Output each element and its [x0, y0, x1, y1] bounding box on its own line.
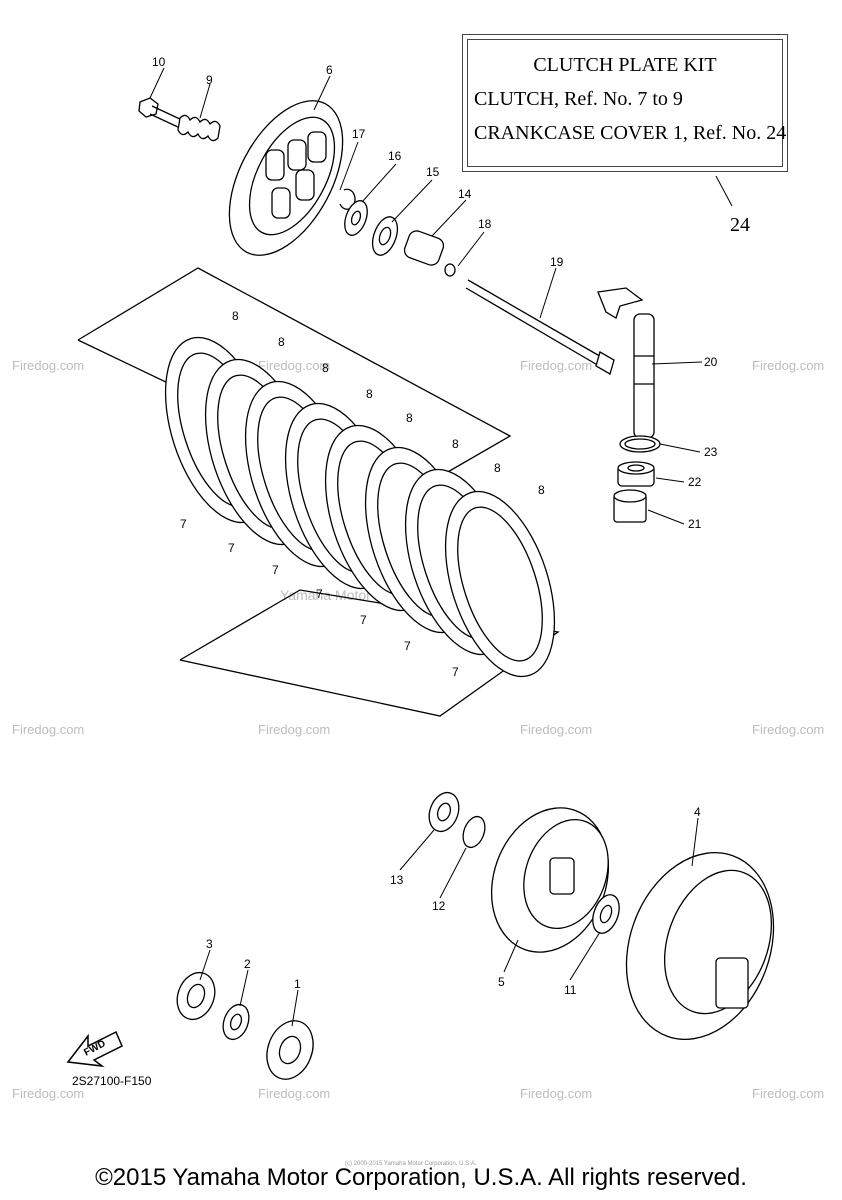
callout-8: 8 [232, 309, 239, 323]
callout-7: 7 [272, 563, 279, 577]
callout-15: 15 [426, 165, 440, 179]
watermark-firedog: Firedog.com [258, 358, 330, 373]
callout-20: 20 [704, 355, 718, 369]
callout-19: 19 [550, 255, 564, 269]
callout-7: 7 [360, 613, 367, 627]
watermark-firedog: Firedog.com [752, 722, 824, 737]
watermark-firedog: Firedog.com [12, 358, 84, 373]
callout-11: 11 [564, 983, 577, 997]
watermark-firedog: Firedog.com [752, 358, 824, 373]
watermark-firedog: Firedog.com [258, 722, 330, 737]
callout-17: 17 [352, 127, 366, 141]
callout-9: 9 [206, 73, 213, 87]
callout-8: 8 [494, 461, 501, 475]
callout-12: 12 [432, 899, 446, 913]
callout-5: 5 [498, 975, 505, 989]
callout-7: 7 [404, 639, 411, 653]
callout-8: 8 [538, 483, 545, 497]
callout-10: 10 [152, 55, 166, 69]
callout-3: 3 [206, 937, 213, 951]
push-rod [465, 279, 615, 375]
callout-labels: 1 2 3 4 5 6 7 7 7 7 7 7 7 7 8 8 8 8 8 8 … [152, 55, 718, 997]
watermark-firedog: Firedog.com [12, 1086, 84, 1101]
watermark-firedog: Firedog.com [752, 1086, 824, 1101]
callout-13: 13 [390, 873, 404, 887]
callout-8: 8 [278, 335, 285, 349]
small-copyright: (c) 2000-2015 Yamaha Motor Corporation, … [345, 1161, 477, 1167]
callout-23: 23 [704, 445, 718, 459]
watermark-firedog: Firedog.com [258, 1086, 330, 1101]
watermark-firedog: Firedog.com [520, 722, 592, 737]
kit-line-clutch: CLUTCH, Ref. No. 7 to 9 [474, 88, 683, 110]
leader-lines [149, 67, 733, 1027]
callout-7: 7 [452, 665, 459, 679]
kit-line-crankcase: CRANKCASE COVER 1, Ref. No. 24 [474, 122, 787, 144]
clutch-boss-and-housing [176, 791, 775, 1080]
pressure-plate-group [138, 97, 344, 256]
kit-inner-frame: CLUTCH PLATE KIT CLUTCH, Ref. No. 7 to 9… [467, 39, 787, 167]
callout-7: 7 [316, 587, 323, 601]
push-lever-shaft [597, 287, 661, 523]
callout-1: 1 [294, 977, 301, 991]
callout-18: 18 [478, 217, 492, 231]
callout-7: 7 [228, 541, 235, 555]
figure-code: 2S27100-F150 [72, 1074, 152, 1088]
watermark-firedog: Firedog.com [12, 722, 84, 737]
callout-14: 14 [458, 187, 472, 201]
clutch-plate-kit-box: CLUTCH PLATE KIT CLUTCH, Ref. No. 7 to 9… [462, 34, 788, 172]
pushrod-parts [339, 188, 456, 277]
fwd-arrow-icon: FWD [66, 1030, 123, 1068]
watermark-firedog: Firedog.com [520, 358, 592, 373]
callout-6: 6 [326, 63, 333, 77]
callout-21: 21 [688, 517, 702, 531]
callout-7: 7 [180, 517, 187, 531]
callout-8: 8 [406, 411, 413, 425]
callout-8: 8 [452, 437, 459, 451]
clutch-plates-stack [77, 267, 560, 717]
callout-8: 8 [366, 387, 373, 401]
copyright-footer: ©2015 Yamaha Motor Corporation, U.S.A. A… [95, 1164, 747, 1191]
callout-2: 2 [244, 957, 251, 971]
watermark-firedog: Firedog.com [520, 1086, 592, 1101]
kit-ref-number: 24 [730, 214, 750, 236]
callout-4: 4 [694, 805, 701, 819]
callout-8: 8 [322, 361, 329, 375]
kit-title: CLUTCH PLATE KIT [533, 54, 717, 76]
callout-22: 22 [688, 475, 702, 489]
callout-16: 16 [388, 149, 402, 163]
